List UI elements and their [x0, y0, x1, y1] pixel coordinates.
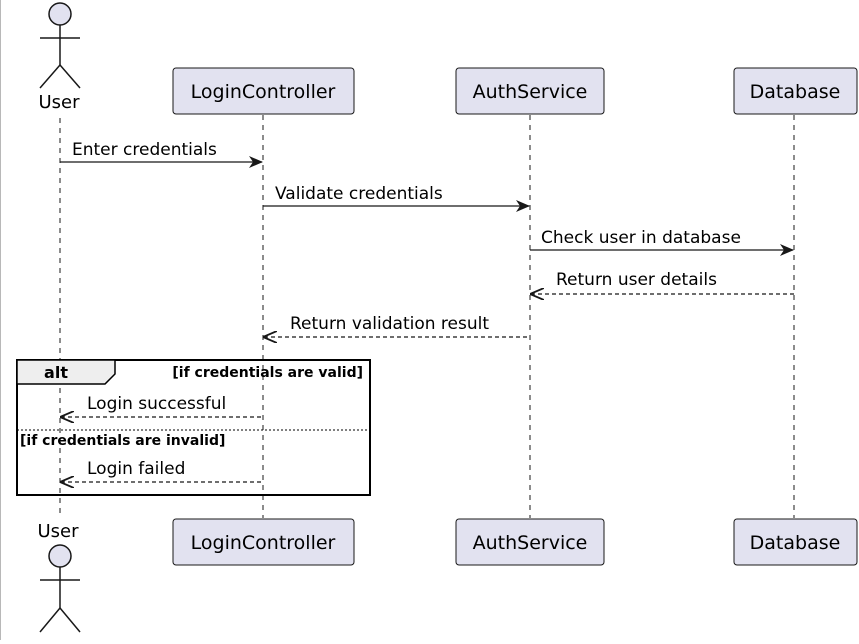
actor-user-bottom: User: [37, 521, 81, 633]
participant-database-top: Database: [733, 67, 858, 115]
message-return-user-details: Return user details: [531, 270, 794, 294]
message-validate-credentials: Validate credentials: [263, 184, 530, 212]
actor-head-icon: [48, 544, 72, 568]
participant-box: [733, 518, 858, 566]
participant-auth-service-top: AuthService: [455, 67, 605, 115]
participant-label-database: Database: [750, 81, 841, 103]
message-login-successful: Login successful: [61, 394, 263, 417]
alt-keyword: alt: [44, 363, 68, 382]
participant-login-controller-bottom: LoginController: [172, 518, 355, 566]
message-login-failed: Login failed: [61, 459, 263, 482]
participant-box: [172, 518, 355, 566]
participant-database-bottom: Database: [733, 518, 858, 566]
participant-label-auth-service-bottom: AuthService: [473, 532, 588, 554]
alt-header-tab: [16, 359, 116, 385]
participant-login-controller-top: LoginController: [172, 67, 355, 115]
message-label: Login successful: [87, 394, 226, 414]
actor-label-user-bottom: User: [37, 521, 79, 542]
participant-label-login-controller-bottom: LoginController: [191, 532, 336, 554]
actor-label-user-top: User: [38, 92, 80, 113]
participant-box: [733, 67, 858, 115]
participant-label-database-bottom: Database: [750, 532, 841, 554]
message-label: Login failed: [87, 459, 185, 479]
message-check-user: Check user in database: [530, 228, 794, 256]
actor-user-top: User: [38, 2, 81, 113]
alt-frame: [16, 359, 371, 496]
participant-box: [172, 67, 355, 115]
participant-auth-service-bottom: AuthService: [455, 518, 605, 566]
participant-label-login-controller: LoginController: [191, 81, 336, 103]
message-label: Enter credentials: [72, 140, 217, 160]
message-label: Check user in database: [541, 228, 741, 248]
participant-box: [455, 67, 605, 115]
actor-head-icon: [48, 2, 72, 26]
message-label: Return user details: [556, 270, 717, 290]
message-enter-credentials: Enter credentials: [60, 140, 263, 168]
message-return-validation-result: Return validation result: [264, 314, 530, 337]
participant-box: [455, 518, 605, 566]
alt-fragment: alt [if credentials are valid] [if crede…: [16, 359, 371, 496]
alt-guard-invalid: [if credentials are invalid]: [20, 433, 225, 449]
message-label: Return validation result: [290, 314, 489, 334]
message-label: Validate credentials: [275, 184, 443, 204]
participant-label-auth-service: AuthService: [473, 81, 588, 103]
alt-guard-valid: [if credentials are valid]: [172, 365, 363, 381]
